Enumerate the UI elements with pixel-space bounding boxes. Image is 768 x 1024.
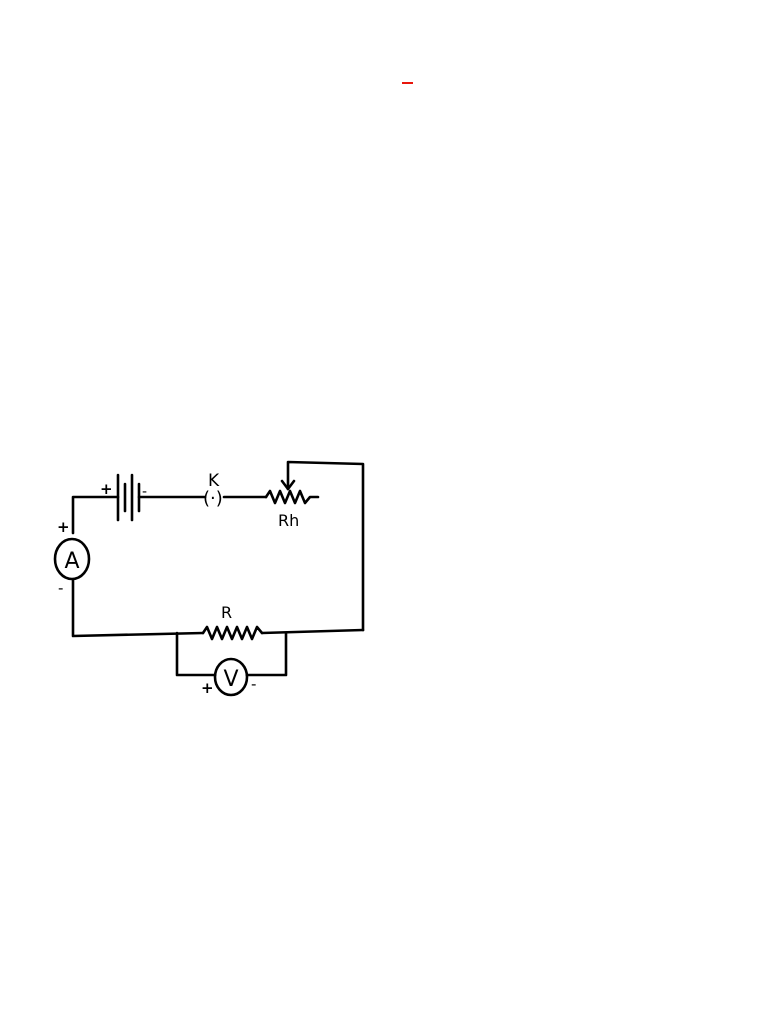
wire-left-bottom: [71, 578, 205, 638]
wire-left-top: [71, 495, 120, 535]
resistor-label: R: [221, 603, 232, 622]
key-symbol: (·): [203, 488, 223, 509]
rheostat-slider-wire: [286, 460, 365, 632]
voltmeter-branch-left: [175, 631, 217, 677]
red-dash-mark: [402, 82, 413, 84]
battery-plus-label: +: [100, 480, 113, 498]
voltmeter-plus-label: +: [201, 679, 214, 697]
ammeter-circle: [53, 537, 91, 581]
ammeter-minus-label: -: [58, 579, 63, 597]
voltmeter-circle: [213, 657, 249, 697]
voltmeter-minus-label: -: [251, 675, 256, 693]
resistor-zigzag: [201, 625, 264, 641]
wire-resistor-right: [260, 628, 365, 635]
rheostat-arrow-icon: [280, 479, 296, 491]
voltmeter-label: V: [223, 667, 238, 692]
voltmeter-branch-right: [245, 631, 288, 677]
key-label: K: [208, 471, 220, 491]
rheostat-zigzag: [264, 489, 320, 505]
ammeter-label: A: [64, 549, 79, 574]
battery-minus-label: -: [142, 484, 147, 500]
ammeter-plus-label: +: [57, 518, 70, 536]
rheostat-label: Rh: [278, 511, 299, 530]
